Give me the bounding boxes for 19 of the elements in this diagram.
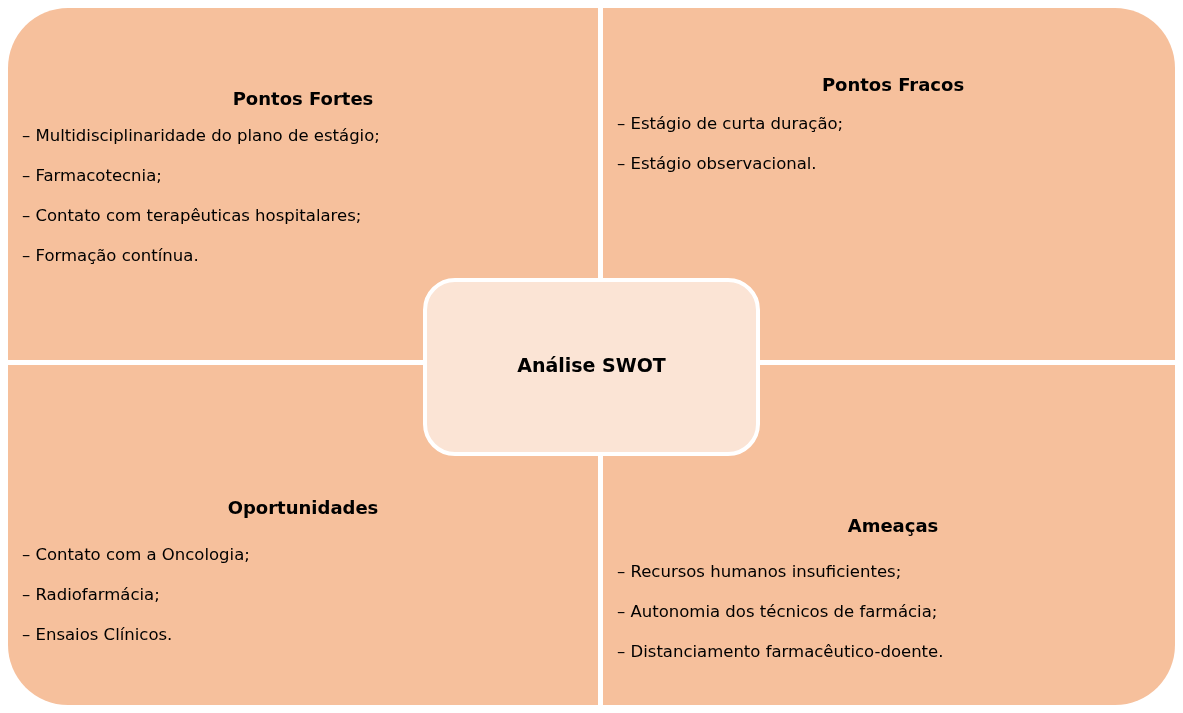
list-item: – Estágio de curta duração; [617, 114, 844, 133]
list-item: – Autonomia dos técnicos de farmácia; [617, 602, 938, 621]
center-label: Análise SWOT [517, 354, 666, 376]
list-item: – Distanciamento farmacêutico-doente. [617, 642, 944, 661]
list-item: – Recursos humanos insuficientes; [617, 562, 902, 581]
list-item: – Multidisciplinaridade do plano de estágio; [22, 126, 380, 145]
list-item: – Contato com a Oncologia; [22, 545, 250, 564]
list-item: – Farmacotecnia; [22, 166, 162, 185]
quadrant-heading: Pontos Fracos [821, 74, 965, 95]
center-box [423, 278, 760, 456]
list-item: – Contato com terapêuticas hospitalares; [22, 206, 362, 225]
list-item: – Formação contínua. [22, 246, 199, 265]
quadrant-heading: Ameaças [847, 515, 939, 536]
quadrant-heading: Pontos Fortes [232, 88, 374, 109]
quadrant-heading: Oportunidades [227, 497, 379, 518]
list-item: – Radiofarmácia; [22, 585, 160, 604]
quadrant-panel [603, 8, 1175, 360]
list-item: – Estágio observacional. [617, 154, 817, 173]
list-item: – Ensaios Clínicos. [22, 625, 173, 644]
